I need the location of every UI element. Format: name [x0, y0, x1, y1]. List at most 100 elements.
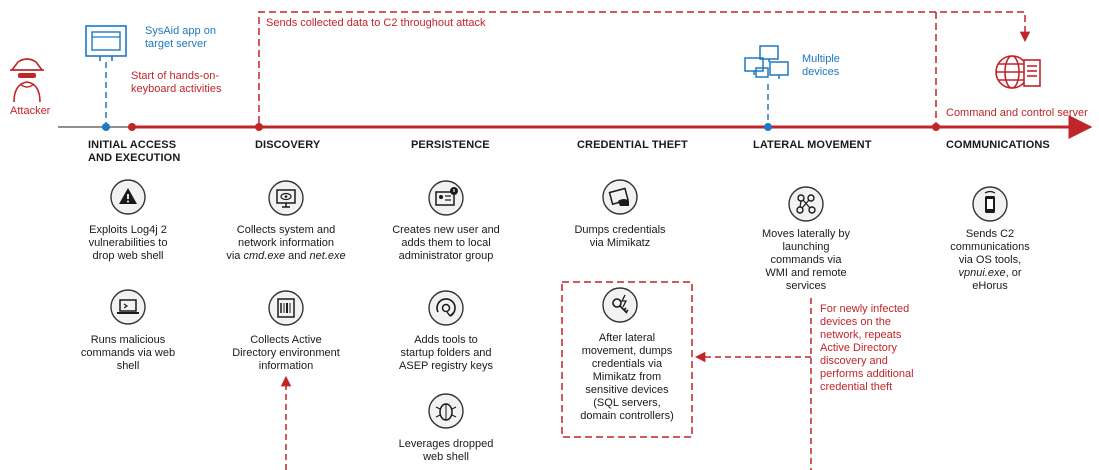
step-line: via cmd.exe and net.exe [211, 250, 361, 263]
sysaid-label: SysAid app on target server [145, 25, 216, 51]
step-line: Adds tools to [414, 334, 478, 346]
key-lightning-icon [602, 287, 638, 323]
step-line: Collects Active [250, 334, 322, 346]
step-line: administrator group [398, 250, 494, 262]
hands-on-keyboard-label: Start of hands-on- keyboard activities [131, 70, 222, 96]
step-line: Leverages dropped [398, 438, 494, 450]
step-line: (SQL servers, [593, 397, 661, 409]
laptop-shell-icon [110, 289, 146, 325]
step-line: via Mimikatz [589, 237, 651, 249]
phase-discovery: DISCOVERY [255, 139, 321, 151]
step-line: Creates new user and [392, 224, 500, 236]
step-collect-system-info: Collects system and network information … [211, 224, 361, 263]
step-line: adds them to local [401, 237, 491, 249]
step-line: services [785, 280, 827, 292]
attacker-label: Attacker [10, 105, 51, 117]
multiple-devices-icon [744, 45, 789, 79]
step-line: sensitive devices [585, 384, 669, 396]
text-part: and [285, 250, 310, 262]
c2-data-flow-line [258, 11, 1031, 123]
step-line: vulnerabilities to [88, 237, 168, 249]
mobile-device-icon [972, 186, 1008, 222]
timeline-dot-discovery [255, 123, 263, 131]
phase-communications: COMMUNICATIONS [946, 139, 1050, 151]
lateral-repeat-note: For newly infected devices on the networ… [820, 303, 940, 394]
step-exploit-log4j: Exploits Log4j 2 vulnerabilities to drop… [68, 224, 188, 263]
start-label-line2: keyboard activities [131, 83, 222, 95]
step-line: Collects system and [236, 224, 336, 236]
step-collect-ad-info: Collects Active Directory environment in… [216, 334, 356, 373]
monitor-eye-icon [268, 180, 304, 216]
note-line: devices on the [820, 316, 891, 328]
document-barcode-icon [268, 290, 304, 326]
net-exe-text: net.exe [309, 250, 346, 262]
step-web-shell: Leverages dropped web shell [381, 438, 511, 464]
network-nodes-icon [788, 186, 824, 222]
phase-persistence: PERSISTENCE [411, 139, 490, 151]
note-line: performs additional [820, 368, 914, 380]
step-line: web shell [423, 451, 469, 463]
step-create-user: Creates new user and adds them to local … [376, 224, 516, 263]
gear-cycle-icon [428, 290, 464, 326]
phase-credential-theft: CREDENTIAL THEFT [577, 139, 688, 151]
step-line: ASEP registry keys [399, 360, 493, 372]
step-run-commands: Runs malicious commands via web shell [68, 334, 188, 373]
credential-card-icon [602, 179, 638, 215]
phase-lateral-movement: LATERAL MOVEMENT [753, 139, 872, 151]
step-line: launching [782, 241, 830, 253]
timeline-dot-sysaid [102, 123, 110, 131]
step-line: Dumps credentials [574, 224, 666, 236]
step-line: via OS tools, [958, 254, 1022, 266]
phase-title-line2: AND EXECUTION [88, 152, 181, 164]
step-line: commands via [770, 254, 842, 266]
step-line: Moves laterally by [761, 228, 851, 240]
cmd-exe-text: cmd.exe [243, 250, 286, 262]
note-line: credential theft [820, 381, 893, 393]
bug-icon [428, 393, 464, 429]
sysaid-label-line2: target server [145, 38, 207, 50]
step-line: credentials via [591, 358, 663, 370]
step-line: After lateral [598, 332, 656, 344]
start-label-line1: Start of hands-on- [131, 70, 220, 82]
multiple-devices-line2: devices [802, 66, 840, 78]
step-dump-credentials: Dumps credentials via Mimikatz [560, 224, 680, 250]
note-line: For newly infected [820, 303, 910, 315]
step-dump-sensitive-credentials: After lateral movement, dumps credential… [562, 332, 692, 423]
step-line: shell [116, 360, 140, 372]
step-line: communications [950, 241, 1030, 253]
server-app-icon [85, 25, 127, 61]
vpnui-exe-text: vpnui.exe [958, 267, 1006, 279]
note-line: Active Directory [820, 342, 898, 354]
step-line: WMI and remote [765, 267, 847, 279]
step-line: drop web shell [92, 250, 164, 262]
step-line: domain controllers) [580, 410, 674, 422]
note-line: discovery and [820, 355, 888, 367]
attacker-icon [10, 58, 44, 103]
sysaid-label-line1: SysAid app on [145, 25, 216, 37]
warning-icon [110, 179, 146, 215]
step-lateral-move: Moves laterally by launching commands vi… [746, 228, 866, 293]
step-line: eHorus [972, 280, 1008, 292]
note-line: network, repeats [820, 329, 902, 341]
step-line: Runs malicious [90, 334, 166, 346]
phase-title-line1: INITIAL ACCESS [88, 139, 177, 151]
timeline-dot-start [128, 123, 136, 131]
step-c2-comms: Sends C2 communications via OS tools, vp… [940, 228, 1040, 293]
c2-flow-label: Sends collected data to C2 throughout at… [266, 17, 486, 29]
step-line: Sends C2 [965, 228, 1015, 240]
step-line: Directory environment [232, 347, 340, 359]
step-line: commands via web [80, 347, 176, 359]
phase-initial-access: INITIAL ACCESS AND EXECUTION [88, 139, 180, 165]
step-line: information [258, 360, 314, 372]
step-line: network information [238, 237, 334, 249]
step-line: startup folders and [400, 347, 492, 359]
multiple-devices-line1: Multiple [802, 53, 840, 65]
timeline-dot-comms [932, 123, 940, 131]
step-line: vpnui.exe, or [940, 267, 1040, 280]
step-line: Mimikatz from [592, 371, 662, 383]
timeline-dot-lateral [764, 123, 772, 131]
text-part: via [226, 250, 244, 262]
step-add-startup-tools: Adds tools to startup folders and ASEP r… [381, 334, 511, 373]
globe-server-icon [995, 55, 1041, 89]
